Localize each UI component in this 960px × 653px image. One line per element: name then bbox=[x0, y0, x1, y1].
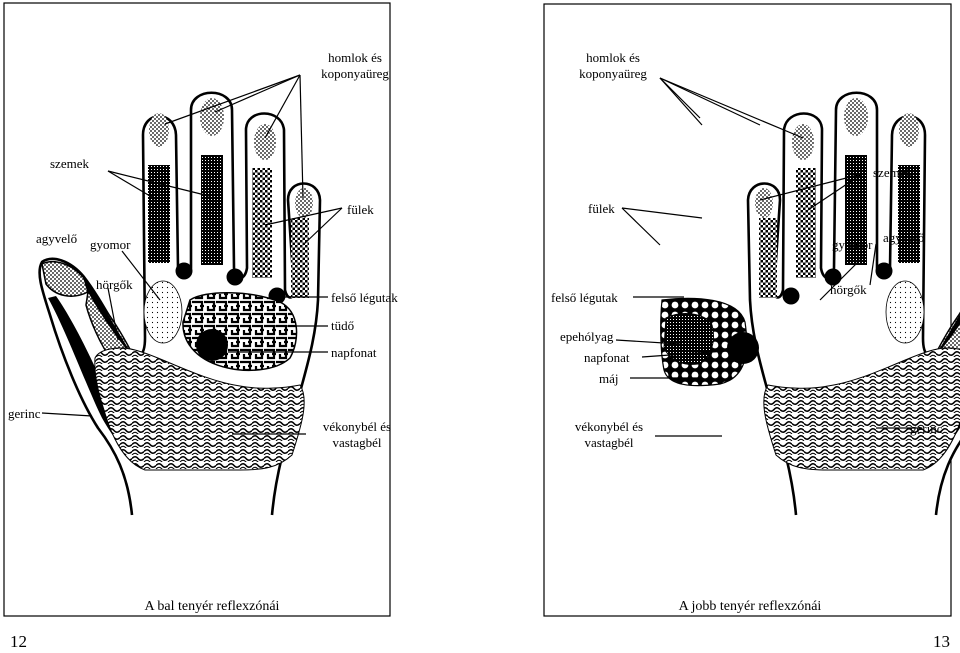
left-leader-lines bbox=[41, 74, 343, 435]
right-label-solar-plexus: napfonat bbox=[584, 350, 630, 365]
left-label-bronchi: hörgők bbox=[96, 277, 133, 292]
gallbladder-zone bbox=[663, 313, 714, 365]
left-panel: homlok és koponyaüreg szemek fülek agyve… bbox=[8, 50, 398, 614]
right-panel-frame bbox=[543, 3, 952, 617]
right-label-ears: fülek bbox=[588, 201, 615, 216]
right-label-stomach: gyomor bbox=[832, 237, 873, 252]
right-caption: A jobb tenyér reflexzónái bbox=[679, 599, 822, 614]
left-panel-frame bbox=[3, 2, 391, 617]
right-hand-illustration bbox=[746, 91, 960, 517]
right-label-brain: agyvelő bbox=[883, 230, 924, 245]
right-label-spine: gerinc bbox=[910, 421, 943, 436]
right-label-intestines-line2: vastagbél bbox=[584, 435, 633, 450]
left-label-spine: gerinc bbox=[8, 406, 41, 421]
left-label-ears: fülek bbox=[347, 202, 374, 217]
page-number-right: 13 bbox=[933, 632, 950, 651]
right-label-liver: máj bbox=[599, 371, 619, 386]
right-label-forehead-line2: koponyaüreg bbox=[579, 66, 647, 81]
page-number-left: 12 bbox=[10, 632, 27, 651]
left-caption: A bal tenyér reflexzónái bbox=[145, 599, 280, 614]
right-leader-lines bbox=[615, 77, 922, 437]
left-label-upper-airways: felső légutak bbox=[331, 290, 398, 305]
right-label-eyes: szemek bbox=[873, 165, 912, 180]
left-label-intestines-line2: vastagbél bbox=[332, 435, 381, 450]
left-label-forehead-line1: homlok és bbox=[328, 50, 382, 65]
left-label-lung: tüdő bbox=[331, 318, 354, 333]
left-label-eyes: szemek bbox=[50, 156, 89, 171]
right-label-gallbladder: epehólyag bbox=[560, 329, 614, 344]
left-label-stomach: gyomor bbox=[90, 237, 131, 252]
right-solar-plexus-zone bbox=[727, 332, 759, 364]
left-label-brain: agyvelő bbox=[36, 231, 77, 246]
right-panel: homlok és koponyaüreg szemek fülek agyve… bbox=[551, 50, 960, 614]
left-label-forehead-line2: koponyaüreg bbox=[321, 66, 389, 81]
left-label-intestines-line1: vékonybél és bbox=[323, 419, 391, 434]
right-label-bronchi: hörgők bbox=[830, 282, 867, 297]
right-label-upper-airways: felső légutak bbox=[551, 290, 618, 305]
solar-plexus-zone bbox=[196, 329, 228, 361]
right-label-intestines-line1: vékonybél és bbox=[575, 419, 643, 434]
left-label-solar-plexus: napfonat bbox=[331, 345, 377, 360]
right-label-forehead-line1: homlok és bbox=[586, 50, 640, 65]
